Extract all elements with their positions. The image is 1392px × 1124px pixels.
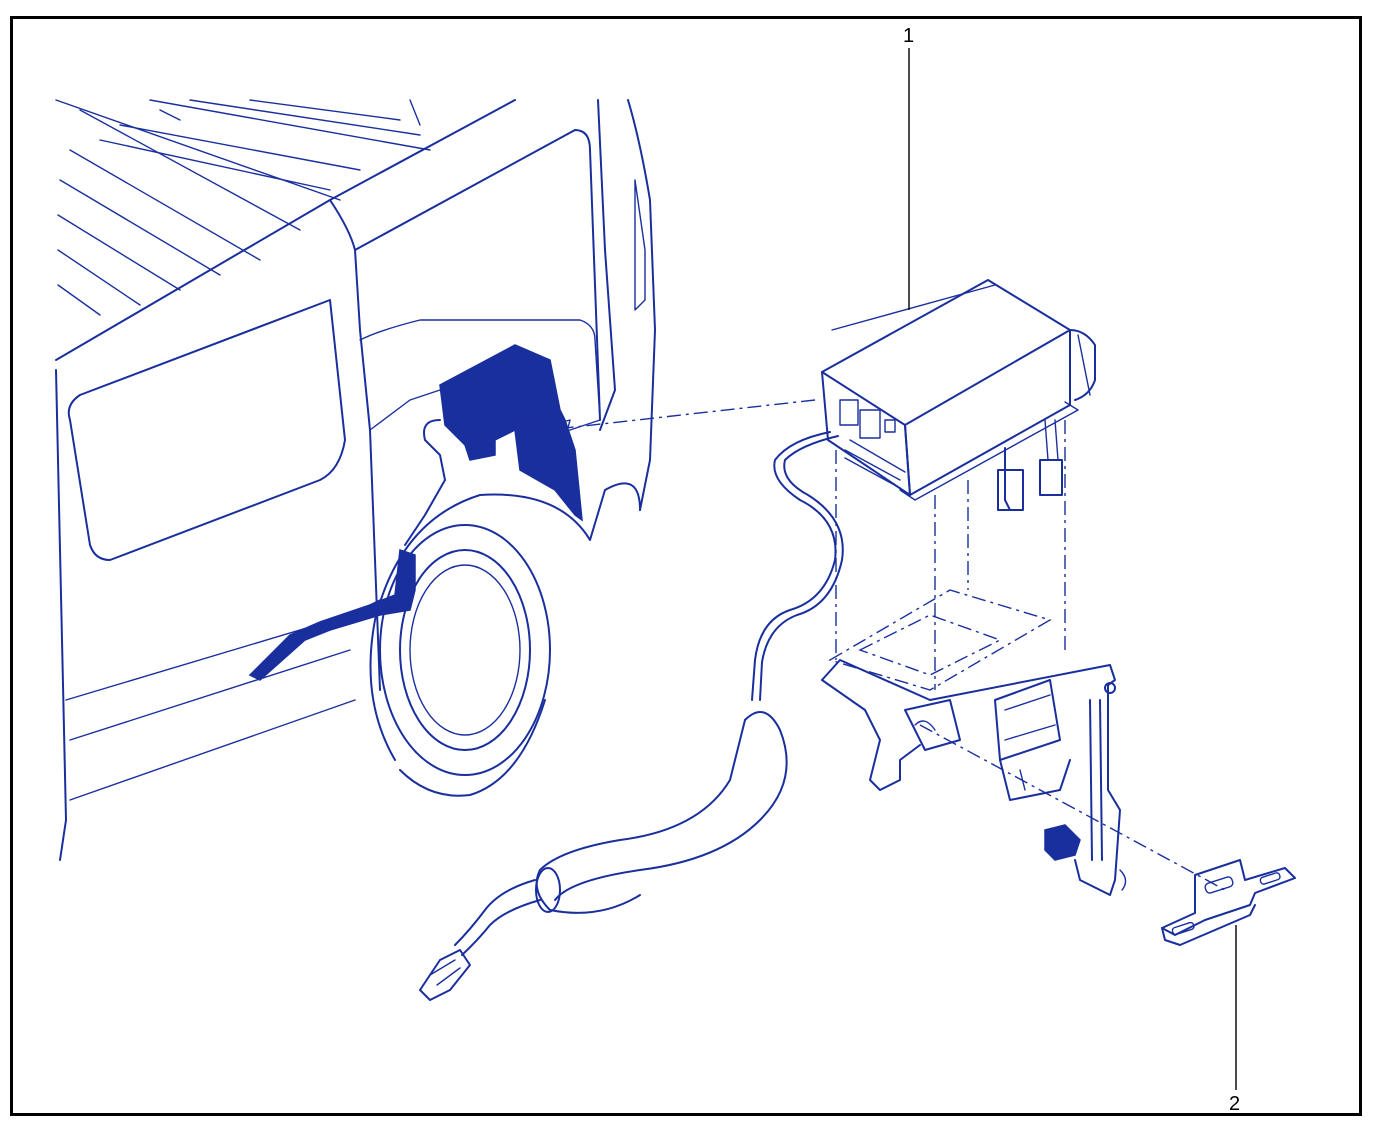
charging-cable: [419, 431, 844, 1001]
mounting-bracket: [821, 589, 1127, 896]
charger-unit: [821, 279, 1096, 511]
small-mounting-bracket: [1161, 859, 1296, 946]
diagram-frame: [10, 16, 1362, 1116]
van-roof-lines: [55, 99, 431, 316]
callout-1: 1: [903, 25, 914, 310]
van-wheel: [379, 524, 551, 776]
callout-2: 2: [1229, 925, 1240, 1115]
callout-2-label: 2: [1229, 1093, 1240, 1115]
alignment-lines: [835, 420, 1226, 891]
mounting-arrow: [524, 399, 816, 441]
callout-1-label: 1: [903, 25, 914, 47]
charge-port-cover: [248, 344, 583, 681]
van-body: [55, 99, 656, 861]
